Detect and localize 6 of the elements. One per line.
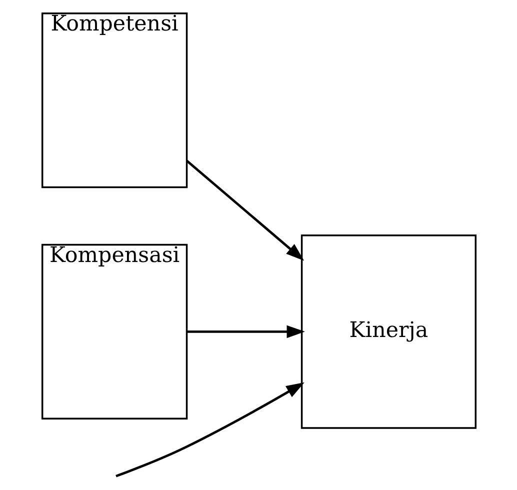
arrow: [115, 382, 304, 478]
node-box: Kompetensi: [40, 12, 188, 188]
arrow: [186, 325, 304, 338]
arrow: [186, 160, 304, 261]
node-box: Kinerja: [300, 234, 476, 429]
node-box: Kompensasi: [40, 244, 188, 420]
